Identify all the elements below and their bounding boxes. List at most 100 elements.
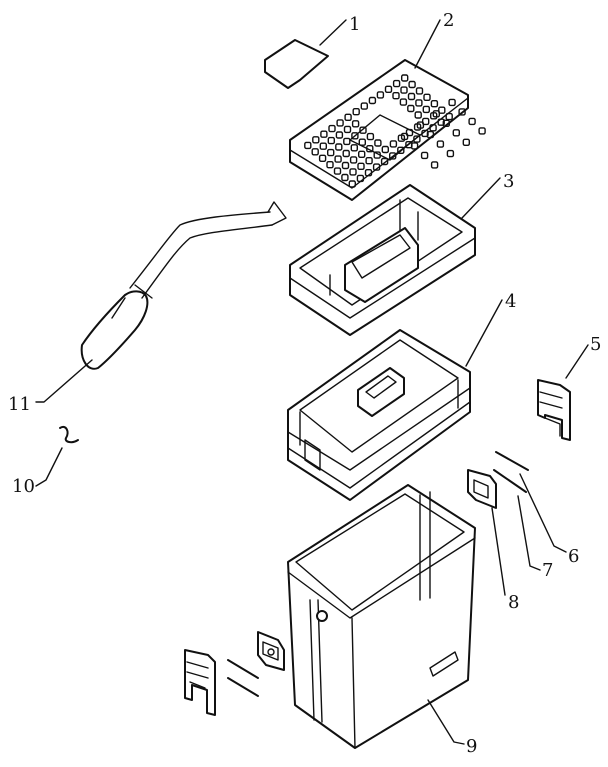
tray-hole: [335, 131, 344, 139]
tray-hole: [343, 125, 352, 134]
tray-hole: [407, 92, 416, 101]
tray-hole: [399, 98, 408, 106]
tray-hole: [342, 149, 350, 158]
tray-hole: [423, 93, 431, 102]
tray-hole: [458, 108, 466, 116]
label-7: 7: [542, 560, 553, 581]
part-7-pin: [493, 469, 527, 493]
tray-hole: [336, 119, 344, 127]
label-4: 4: [505, 291, 516, 312]
tray-hole: [304, 141, 312, 150]
tray-hole: [389, 152, 397, 160]
part-8-bracket: [467, 469, 497, 509]
tray-hole: [415, 99, 423, 107]
tray-hole: [372, 163, 381, 171]
tray-hole: [312, 136, 320, 144]
tray-hole: [468, 117, 476, 126]
tray-hole: [432, 110, 440, 118]
leader-lines: [35, 19, 589, 745]
tray-hole: [462, 138, 470, 147]
tray-hole: [446, 149, 455, 158]
tray-hole: [416, 121, 425, 129]
lower-pins: [227, 659, 259, 697]
lower-latch: [184, 649, 216, 716]
tray-hole: [349, 156, 358, 164]
part-9-main-container: [287, 484, 476, 749]
tray-hole: [335, 143, 343, 151]
tray-hole: [413, 135, 421, 143]
tray-hole: [401, 74, 409, 82]
tray-hole: [392, 79, 401, 88]
tray-hole: [376, 91, 385, 99]
tray-hole: [397, 146, 405, 155]
tray-hole: [368, 96, 377, 105]
tray-hole: [352, 107, 360, 116]
tray-hole: [358, 138, 366, 146]
tray-hole: [366, 132, 375, 141]
tray-hole: [430, 161, 439, 169]
tray-hole: [445, 112, 453, 121]
part-2-top-tray: [289, 59, 486, 201]
tray-hole: [414, 111, 422, 119]
tray-hole: [341, 173, 349, 182]
tray-hole: [351, 132, 359, 140]
tray-hole: [373, 151, 381, 159]
tray-hole: [422, 117, 430, 126]
label-9: 9: [466, 736, 477, 757]
label-5: 5: [590, 334, 601, 355]
tray-hole: [478, 127, 486, 135]
tray-hole: [360, 102, 368, 110]
tray-hole: [407, 104, 415, 113]
tray-hole: [343, 137, 351, 146]
tray-hole: [364, 168, 373, 177]
part-1-pad: [264, 39, 329, 89]
part-6-pin: [495, 451, 529, 471]
tray-hole: [452, 129, 460, 137]
label-11: 11: [8, 394, 31, 415]
tray-hole: [348, 180, 356, 188]
tray-hole: [389, 140, 398, 148]
tray-hole: [366, 144, 374, 153]
tray-hole: [405, 128, 414, 137]
label-8: 8: [508, 592, 519, 613]
tray-hole: [384, 85, 393, 94]
tray-hole: [365, 156, 373, 165]
tray-hole: [333, 167, 342, 175]
part-3-insert-tray: [289, 184, 476, 336]
tray-hole: [422, 105, 430, 114]
tray-hole: [420, 151, 429, 160]
tray-hole: [318, 154, 327, 163]
tray-hole: [400, 132, 409, 141]
tray-hole: [319, 142, 327, 150]
tray-hole: [327, 136, 335, 145]
tray-hole: [351, 120, 360, 128]
tray-hole: [392, 91, 400, 100]
lower-bracket: [257, 631, 285, 671]
tray-hole: [381, 145, 389, 154]
tray-hole: [408, 80, 416, 89]
tray-hole: [430, 99, 439, 108]
tray-hole: [359, 126, 367, 134]
part-11-handle: [80, 201, 287, 370]
label-10: 10: [12, 476, 35, 497]
tray-hole: [415, 87, 424, 95]
label-2: 2: [443, 10, 454, 31]
tray-hole: [442, 119, 450, 128]
tray-hole: [356, 174, 365, 183]
label-6: 6: [568, 546, 579, 567]
tray-hole: [374, 139, 382, 147]
tray-hole: [426, 130, 435, 139]
tray-hole: [358, 150, 366, 159]
label-3: 3: [503, 171, 514, 192]
tray-hole: [429, 124, 437, 132]
tray-hole: [380, 157, 389, 166]
tray-hole: [341, 161, 350, 170]
part-5-latch: [537, 379, 571, 441]
tray-hole: [438, 106, 446, 114]
tray-hole: [326, 160, 334, 169]
tray-hole: [320, 130, 328, 138]
tray-hole: [410, 142, 419, 150]
tray-hole: [357, 162, 365, 171]
tray-hole: [436, 140, 445, 148]
